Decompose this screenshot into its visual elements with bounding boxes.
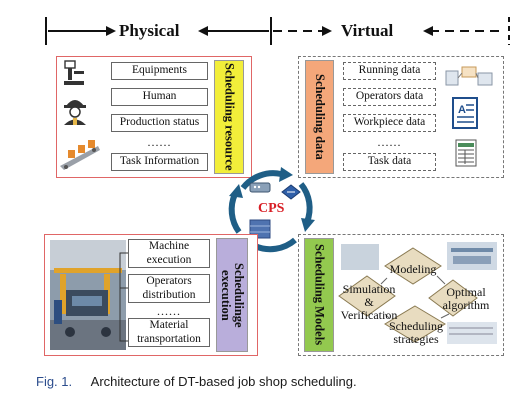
list-item: Material transportation [128, 318, 210, 347]
scheduling-resource-label: Scheduling resource [214, 60, 244, 174]
svg-text:A: A [458, 104, 466, 116]
node-modeling: Modeling [389, 262, 437, 276]
ellipsis: ...... [157, 304, 181, 318]
node-optimal-algorithm: Optimal algorithm [442, 285, 490, 313]
worker-icon [64, 100, 86, 125]
list-item: Task data [343, 153, 436, 171]
server-icon [445, 66, 493, 86]
database-icon [249, 219, 271, 239]
spreadsheet-icon [455, 139, 477, 167]
ellipsis: ...... [377, 135, 402, 149]
ellipsis: ...... [147, 135, 172, 149]
list-item: Operators data [343, 88, 436, 106]
caption-text: Architecture of DT-based job shop schedu… [90, 374, 357, 389]
list-item: Running data [343, 62, 436, 80]
cps-cycle [228, 167, 315, 254]
list-item: Task Information [111, 153, 208, 171]
list-item: Machine execution [128, 239, 210, 268]
model-background [338, 242, 497, 344]
list-item: Workpiece data [343, 114, 436, 132]
cps-label: CPS [258, 201, 285, 216]
scheduling-models-label: Scheduling Models [304, 238, 334, 352]
switch-icon [281, 184, 301, 200]
router-icon [249, 182, 271, 193]
physical-header: Physical [119, 21, 180, 40]
caption-fig: Fig. 1. [36, 374, 73, 389]
conveyor-icon [60, 140, 100, 170]
node-simulation: Simulation & Verification [340, 282, 398, 323]
scheduling-execution-label: Schedulinge execution [216, 238, 248, 352]
virtual-header: Virtual [341, 21, 394, 40]
factory-photo [50, 240, 126, 350]
list-item: Human [111, 88, 208, 106]
list-item: Operators distribution [128, 274, 210, 303]
node-scheduling-strategies: Scheduling strategies [389, 319, 443, 347]
figure-caption: Fig. 1. Architecture of DT-based job sho… [36, 374, 357, 389]
bracket-connector [119, 252, 128, 342]
scheduling-data-label: Scheduling data [305, 60, 334, 174]
list-item: Equipments [111, 62, 208, 80]
header-arrows: | --> [45, 17, 510, 45]
list-item: Production status [111, 114, 208, 132]
microscope-icon [64, 60, 84, 85]
document-icon: A [452, 97, 478, 129]
